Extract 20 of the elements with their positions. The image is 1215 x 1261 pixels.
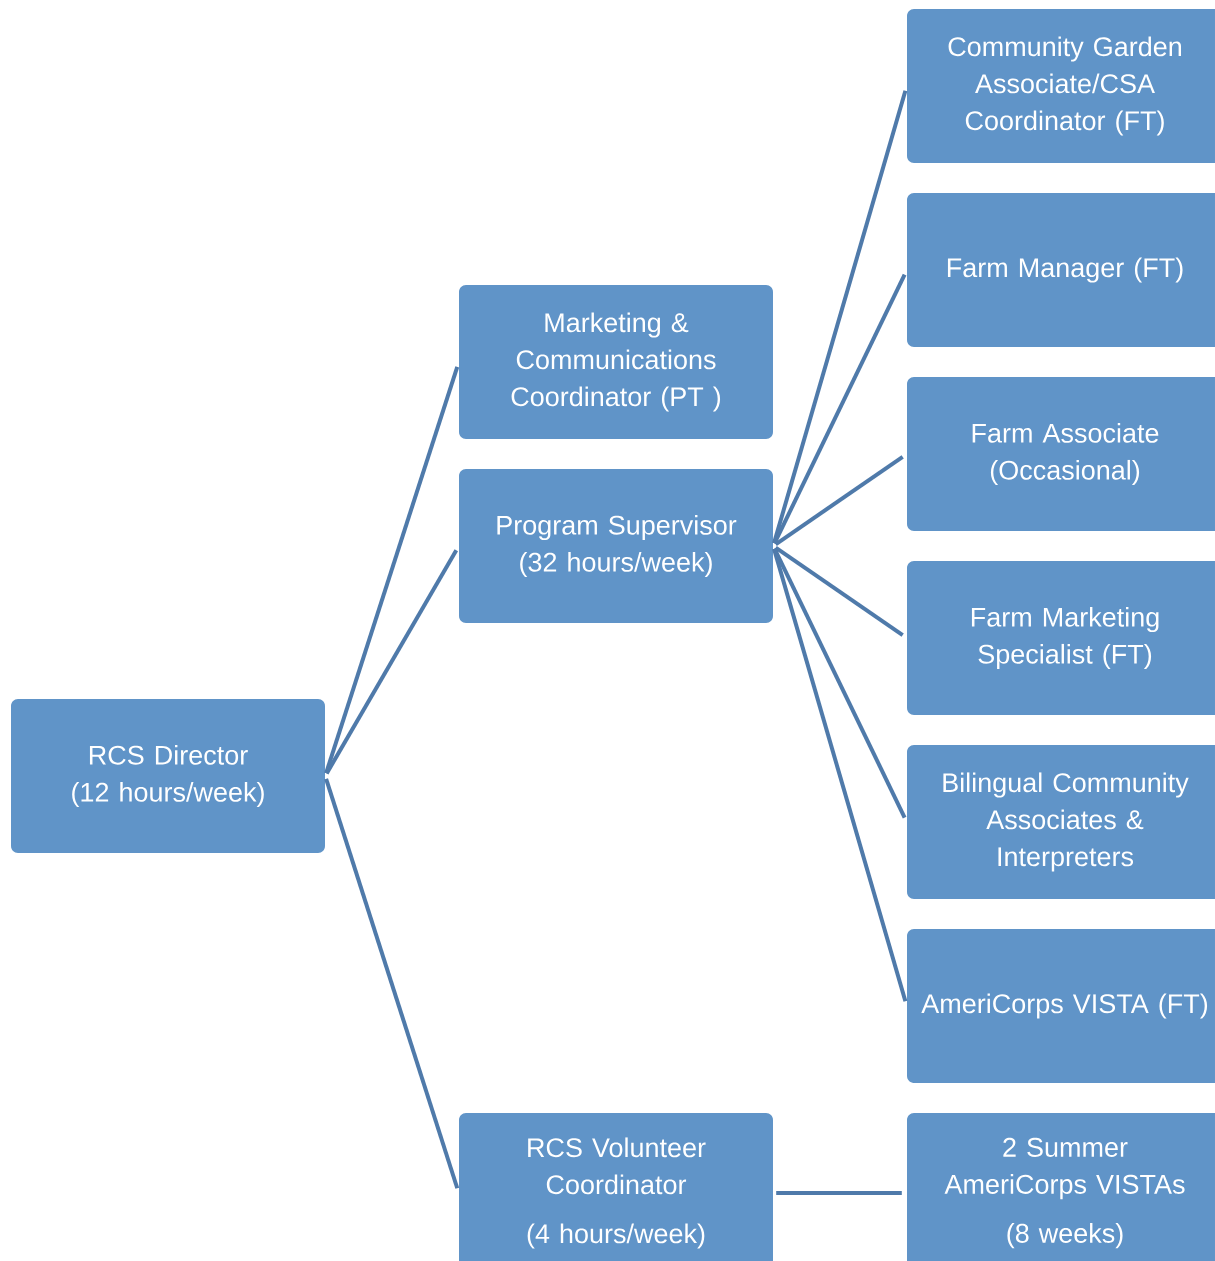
connector-line — [772, 548, 908, 1002]
connector-line — [324, 366, 460, 774]
connector-line — [774, 455, 904, 546]
org-box: Farm Associate (Occasional) — [907, 377, 1215, 531]
org-box: Community Garden Associate/CSA Coordinator (FT) — [907, 9, 1215, 163]
org-box: Program Supervisor (32 hours/week) — [459, 469, 773, 623]
org-box: Marketing & Communications Coordinator (PT ) — [459, 285, 773, 439]
connector-line — [324, 778, 460, 1189]
org-box: RCS Volunteer Coordinator (4 hours/week) — [459, 1113, 773, 1261]
org-box: RCS Director (12 hours/week) — [11, 699, 325, 853]
connector-line — [776, 1191, 902, 1195]
connector-line — [774, 546, 904, 637]
connector-line — [772, 90, 908, 544]
org-box: 2 Summer AmeriCorps VISTAs (8 weeks) — [907, 1113, 1215, 1261]
connector-line — [325, 549, 458, 775]
connector-line — [772, 273, 907, 545]
org-box: Bilingual Community Associates & Interpreters — [907, 745, 1215, 899]
org-box: Farm Manager (FT) — [907, 193, 1215, 347]
org-box: AmeriCorps VISTA (FT) — [907, 929, 1215, 1083]
org-box: Farm Marketing Specialist (FT) — [907, 561, 1215, 715]
